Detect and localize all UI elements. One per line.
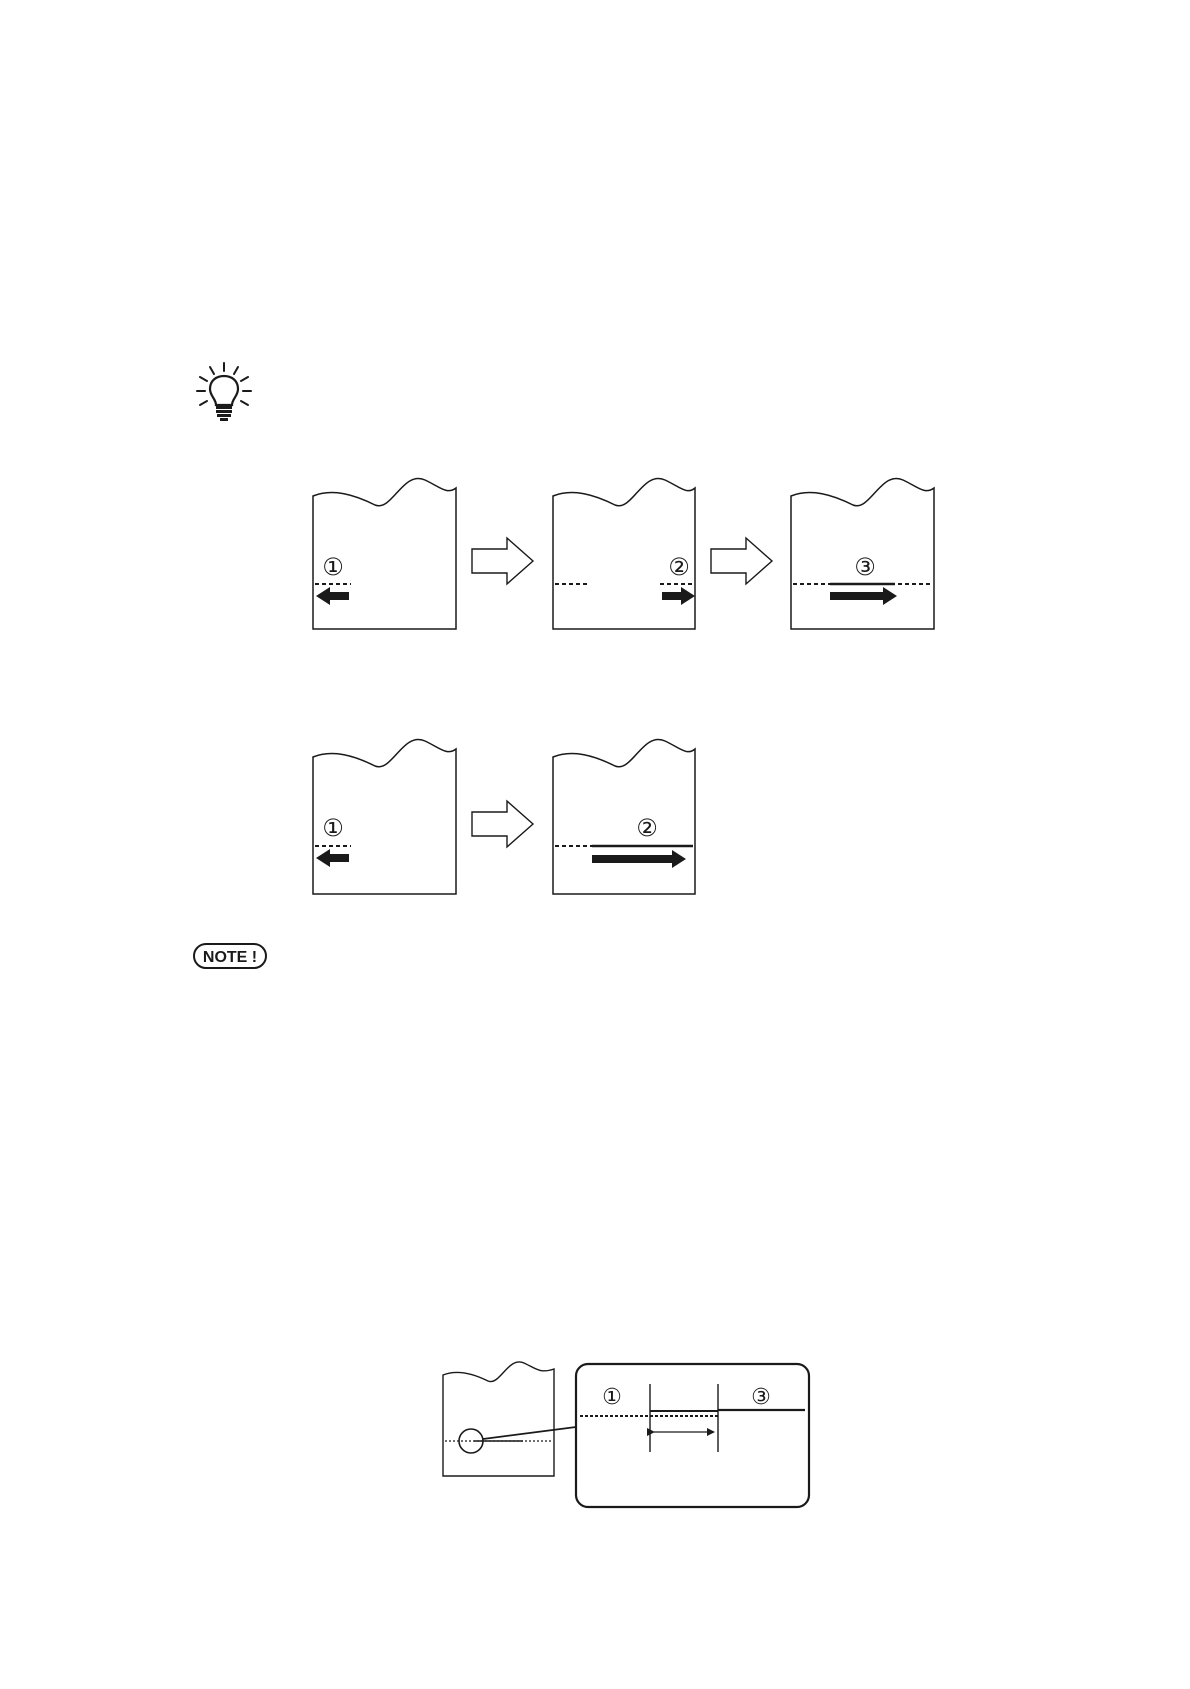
note-label: NOTE ! xyxy=(203,949,257,966)
figure-c-marker-1: ① xyxy=(602,1385,622,1410)
step-arrow-1 xyxy=(472,538,533,584)
figure-a-marker-3: ③ xyxy=(854,553,876,581)
figure-b-marker-1: ① xyxy=(322,814,344,842)
figure-b-markers: ① ② xyxy=(322,814,658,842)
figure-c-marker-3: ③ xyxy=(751,1385,771,1410)
note-badge: NOTE ! xyxy=(194,944,266,968)
figure-a-marker-1: ① xyxy=(322,553,344,581)
figure-a-markers: ① ② ③ xyxy=(322,553,876,581)
figure-a-marker-2: ② xyxy=(668,553,690,581)
step-arrow-3 xyxy=(472,801,533,847)
figure-c-paper xyxy=(443,1362,554,1476)
lightbulb-icon xyxy=(197,363,251,421)
zoom-connector xyxy=(483,1427,576,1439)
figure-b-panel-2 xyxy=(553,739,695,894)
figure-c-markers: ① ③ xyxy=(602,1385,771,1410)
figure-c xyxy=(443,1362,809,1507)
step-arrow-2 xyxy=(711,538,772,584)
figure-a xyxy=(313,478,934,629)
figure-b-marker-2: ② xyxy=(636,814,658,842)
